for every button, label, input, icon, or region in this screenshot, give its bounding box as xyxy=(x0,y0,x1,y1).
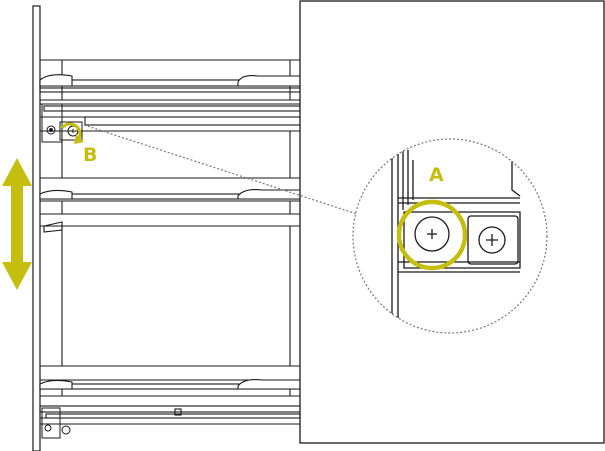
highlight-ring-b-arrowhead xyxy=(74,134,84,144)
label-a: A xyxy=(429,164,444,186)
highlight-ring-a xyxy=(396,199,468,271)
cabinet-side-panel xyxy=(32,5,41,451)
label-b: B xyxy=(83,144,97,166)
hinge-hardware-bottom xyxy=(40,407,71,439)
double-vertical-arrow-icon xyxy=(2,158,32,290)
highlight-ring-b xyxy=(60,122,82,141)
drawer-frame xyxy=(39,59,301,425)
